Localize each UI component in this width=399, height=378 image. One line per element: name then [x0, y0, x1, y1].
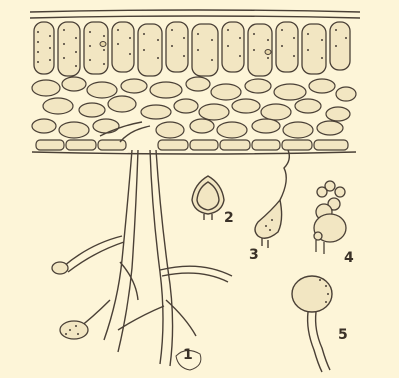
- fungal-hyphae: [64, 122, 232, 366]
- figure-label-4: 4: [344, 250, 354, 266]
- figure-label-3: 3: [249, 247, 259, 263]
- upper-epidermis: [30, 10, 360, 18]
- spore-cluster-4: [314, 181, 346, 254]
- figure-label-2: 2: [224, 210, 234, 226]
- palisade-layer: [34, 22, 350, 76]
- figure-label-1: 1: [183, 347, 193, 363]
- figure-label-5: 5: [338, 327, 348, 343]
- lower-epidermis: [36, 140, 348, 150]
- spore-bodies: [52, 262, 88, 339]
- spongy-mesophyll: [32, 77, 356, 138]
- zoospore-3: [255, 150, 289, 248]
- sporangium-2: [192, 176, 224, 220]
- germinating-spore-5: [292, 276, 332, 372]
